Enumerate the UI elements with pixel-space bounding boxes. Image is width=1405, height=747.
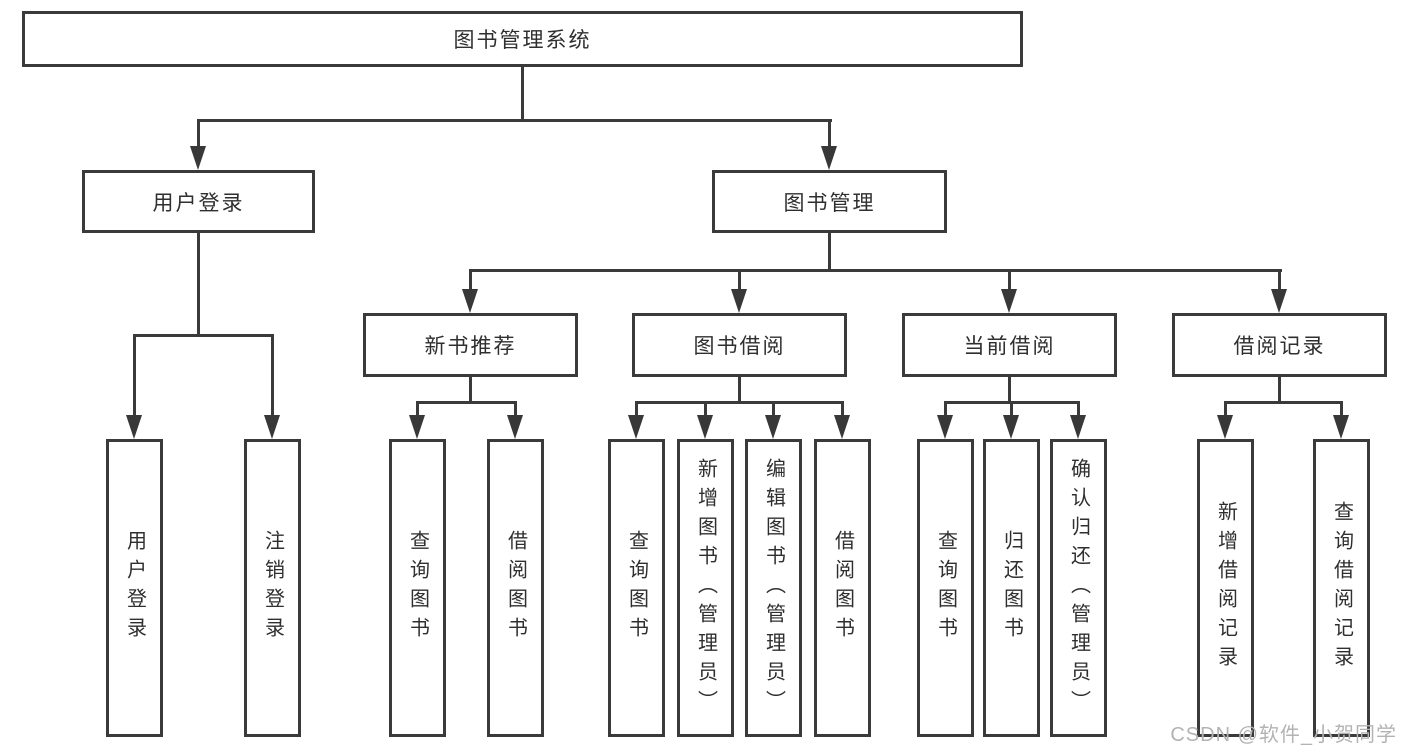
leaf-user-login: 用户登录 [106, 439, 163, 737]
connector-line [469, 269, 1282, 272]
arrow-down-icon [1217, 415, 1233, 439]
node-new-book-recommendation: 新书推荐 [363, 313, 578, 377]
leaf-label: 新增图书（管理员） [694, 457, 717, 719]
connector-line [469, 377, 472, 404]
leaf-borrow-books-borrowing: 借阅图书 [814, 439, 871, 737]
leaf-label: 查询图书 [406, 530, 429, 646]
arrow-down-icon [190, 146, 206, 170]
leaf-label: 借阅图书 [831, 530, 854, 646]
arrow-down-icon [126, 415, 142, 439]
arrow-down-icon [821, 146, 837, 170]
arrow-down-icon [765, 415, 781, 439]
connector-line [738, 377, 741, 404]
leaf-add-borrow-record: 新增借阅记录 [1197, 439, 1254, 737]
node-borrowing-records: 借阅记录 [1172, 313, 1387, 377]
arrow-down-icon [1271, 289, 1287, 313]
arrow-down-icon [937, 415, 953, 439]
leaf-logout: 注销登录 [244, 439, 301, 737]
connector-line [828, 119, 831, 149]
leaf-query-books-current: 查询图书 [917, 439, 974, 737]
leaf-label: 查询图书 [934, 530, 957, 646]
leaf-query-borrow-record: 查询借阅记录 [1313, 439, 1370, 737]
leaf-borrow-books-recommend: 借阅图书 [487, 439, 544, 737]
connector-line [1010, 401, 1013, 418]
connector-line [635, 401, 638, 418]
arrow-down-icon [264, 415, 280, 439]
connector-line [828, 233, 831, 272]
leaf-confirm-return-admin: 确认归还（管理员） [1050, 439, 1107, 737]
connector-line [1008, 377, 1011, 404]
connector-line [841, 401, 844, 418]
leaf-label: 确认归还（管理员） [1067, 457, 1090, 719]
connector-line [1278, 377, 1281, 404]
connector-line [521, 67, 524, 120]
arrow-down-icon [697, 415, 713, 439]
arrow-down-icon [462, 289, 478, 313]
connector-line [1008, 269, 1011, 291]
connector-line [1278, 269, 1281, 291]
connector-line [197, 119, 832, 122]
node-user-login: 用户登录 [82, 170, 315, 233]
leaf-query-books-recommend: 查询图书 [389, 439, 446, 737]
connector-line [514, 401, 517, 418]
leaf-label: 归还图书 [1000, 530, 1023, 646]
leaf-label: 查询图书 [625, 530, 648, 646]
connector-line [416, 401, 419, 418]
arrow-down-icon [1070, 415, 1086, 439]
leaf-return-books: 归还图书 [983, 439, 1040, 737]
leaf-label: 用户登录 [123, 530, 146, 646]
arrow-down-icon [409, 415, 425, 439]
leaf-label: 查询借阅记录 [1330, 501, 1353, 675]
leaf-label: 新增借阅记录 [1214, 501, 1237, 675]
connector-line [1340, 401, 1343, 418]
arrow-down-icon [507, 415, 523, 439]
connector-line [1077, 401, 1080, 418]
connector-line [1224, 401, 1343, 404]
connector-line [704, 401, 707, 418]
leaf-label: 借阅图书 [504, 530, 527, 646]
arrow-down-icon [628, 415, 644, 439]
arrow-down-icon [1003, 415, 1019, 439]
watermark: CSDN @软件_小贺同学 [1170, 724, 1397, 746]
arrow-down-icon [731, 289, 747, 313]
connector-line [197, 119, 200, 149]
leaf-label: 编辑图书（管理员） [762, 457, 785, 719]
connector-line [271, 334, 274, 418]
connector-line [738, 269, 741, 291]
node-current-borrowing: 当前借阅 [902, 313, 1117, 377]
arrow-down-icon [1001, 289, 1017, 313]
connector-line [1224, 401, 1227, 418]
connector-line [469, 269, 472, 291]
connector-line [944, 401, 947, 418]
connector-line [197, 233, 200, 337]
arrow-down-icon [1333, 415, 1349, 439]
connector-line [133, 334, 274, 337]
connector-line [416, 401, 517, 404]
connector-line [772, 401, 775, 418]
node-book-borrowing: 图书借阅 [632, 313, 847, 377]
leaf-label: 注销登录 [261, 530, 284, 646]
connector-line [635, 401, 844, 404]
node-book-management: 图书管理 [712, 170, 947, 233]
leaf-edit-book-admin: 编辑图书（管理员） [745, 439, 802, 737]
leaf-query-books-borrowing: 查询图书 [608, 439, 665, 737]
node-library-system: 图书管理系统 [22, 11, 1023, 67]
connector-line [133, 334, 136, 418]
leaf-add-book-admin: 新增图书（管理员） [677, 439, 734, 737]
arrow-down-icon [834, 415, 850, 439]
